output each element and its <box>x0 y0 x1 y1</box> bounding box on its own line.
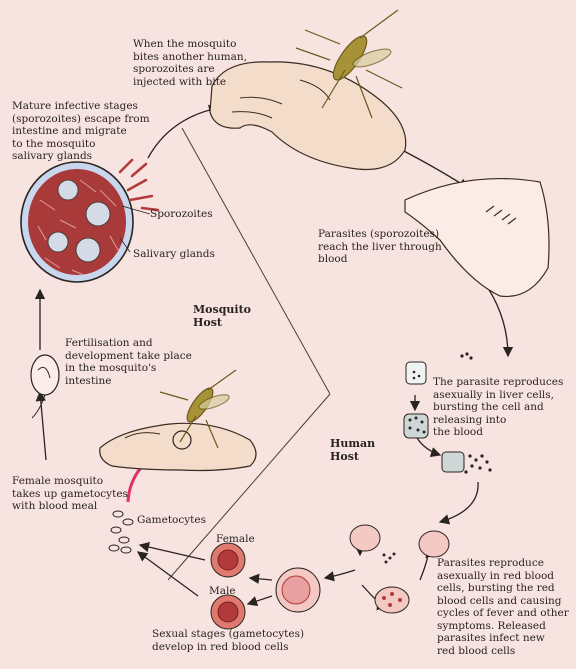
mature-stages-label: Mature infective stages (sporozoites) es… <box>12 100 150 162</box>
cycle-arrows <box>34 104 514 611</box>
mosquito-top <box>295 9 403 119</box>
free-gametocytes <box>108 510 134 554</box>
oocyst <box>30 354 60 419</box>
liver-cells <box>403 352 492 474</box>
female-mosquito-label: Female mosquito takes up gametocytes wit… <box>12 475 128 512</box>
liver-reproduction-label: The parasite reproduces asexually in liv… <box>433 376 564 438</box>
sporozoites-label: Sporozoites <box>150 208 213 220</box>
gametocytes-label: Gametocytes <box>137 514 206 526</box>
salivary-gland <box>20 158 160 283</box>
gametocyte-cells <box>210 542 246 630</box>
salivary-glands-label: Salivary glands <box>133 248 215 260</box>
fertilisation-label: Fertilisation and development take place… <box>65 337 192 387</box>
mosquito-host-label: Mosquito Host <box>193 303 251 329</box>
red-blood-cells <box>275 524 450 614</box>
bite-label: When the mosquito bites another human, s… <box>133 38 247 88</box>
liver-label: Parasites (sporozoites) reach the liver … <box>318 228 442 265</box>
hand-with-mosquito-top <box>209 9 407 171</box>
liver <box>404 178 550 298</box>
male-label: Male <box>209 585 236 597</box>
rbc-reproduction-label: Parasites reproduce asexually in red blo… <box>437 557 569 657</box>
sexual-stages-label: Sexual stages (gametocytes) develop in r… <box>152 628 305 653</box>
host-divider <box>167 127 331 581</box>
female-label: Female <box>216 533 255 545</box>
human-host-label: Human Host <box>330 437 376 463</box>
hand-with-mosquito-bottom <box>99 369 257 472</box>
